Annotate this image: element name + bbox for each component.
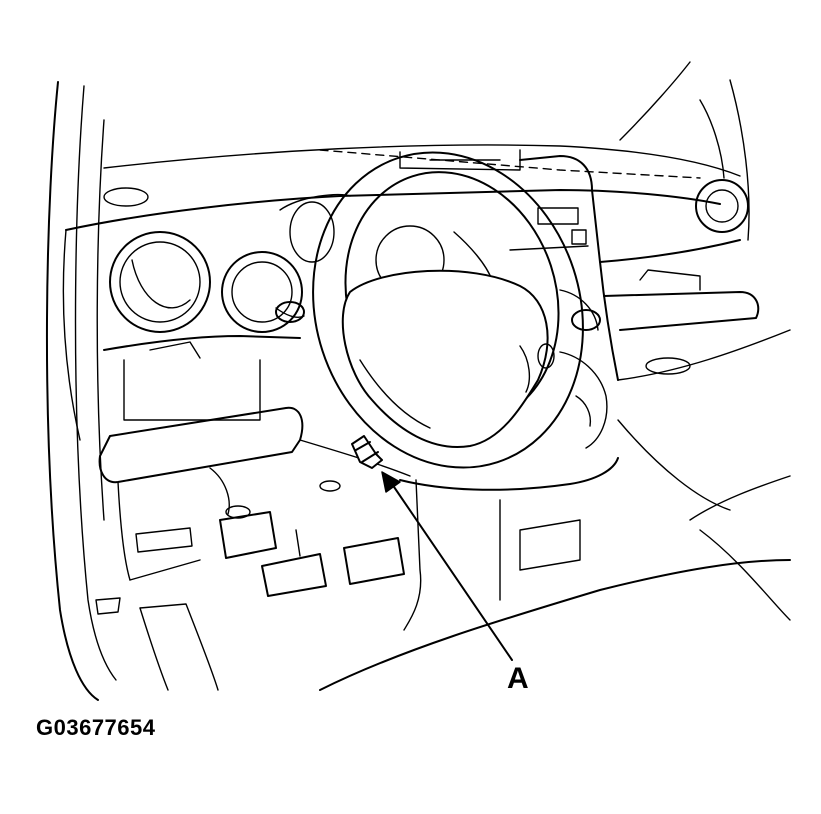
floor-left	[139, 603, 219, 691]
center-left-vent	[221, 251, 305, 333]
figure-id: G03677654	[36, 715, 156, 740]
windshield-cowl	[103, 61, 750, 241]
left-air-vent	[109, 231, 211, 333]
lower-dashboard	[98, 335, 411, 581]
switch-component-a	[351, 435, 383, 469]
left-door-frame	[45, 81, 121, 701]
pedals	[219, 511, 405, 597]
callout-label-a: A	[507, 662, 529, 695]
steering-wheel	[312, 151, 584, 469]
right-dash-and-vent	[599, 179, 791, 511]
center-console	[319, 457, 791, 691]
callout-arrow	[381, 471, 513, 661]
